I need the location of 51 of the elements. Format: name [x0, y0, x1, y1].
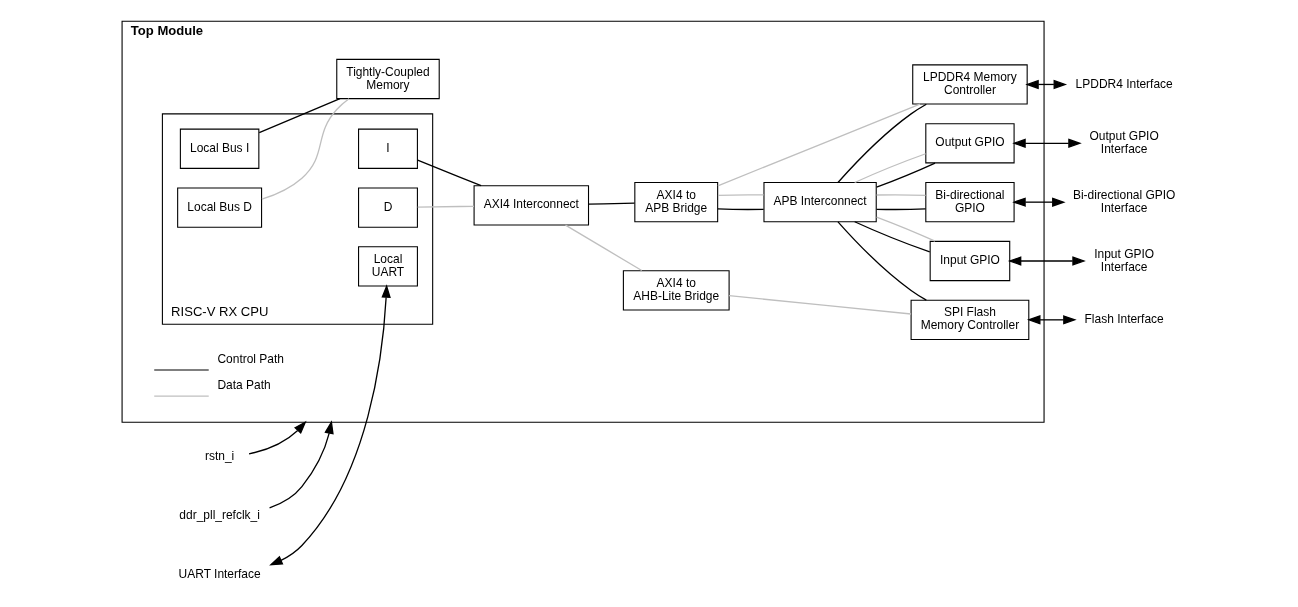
node-text: Input GPIO Interface: [1094, 246, 1155, 274]
node-text: Bi-directional GPIO Interface: [1072, 187, 1176, 215]
node-box: AXI4 to AHB-Lite Bridge: [622, 270, 730, 311]
node-box: Local Bus I: [179, 128, 260, 169]
node-box: Local Bus D: [177, 187, 263, 228]
node-text: rstn_i: [204, 449, 235, 464]
node-box: Bi-directional GPIO: [925, 182, 1015, 223]
node-box: Tightly-Coupled Memory: [336, 58, 440, 100]
arrow: [1012, 138, 1082, 149]
connector: [717, 103, 921, 187]
connector: [728, 295, 912, 315]
connector: [875, 208, 927, 211]
arrow: [1007, 256, 1086, 266]
node-box: Input GPIO: [929, 240, 1011, 282]
legend-label: Data Path: [217, 378, 271, 393]
connector: [837, 103, 927, 184]
connector: [875, 162, 936, 188]
connector: [854, 221, 931, 253]
connector: [564, 224, 643, 272]
node-text: Flash Interface: [1084, 311, 1164, 326]
node-text: ddr_pll_refclk_i: [179, 508, 260, 523]
arrow: [1025, 79, 1068, 90]
arrow: [1026, 315, 1077, 325]
connector: [261, 98, 350, 200]
legend-label: Control Path: [217, 352, 284, 367]
arrow: [1012, 197, 1066, 207]
node-box: LPDDR4 Memory Controller: [912, 64, 1028, 105]
node-box: APB Interconnect: [763, 182, 877, 223]
node-box: AXI4 Interconnect: [473, 185, 590, 226]
connector: [875, 216, 936, 242]
arrow: [248, 420, 307, 455]
connector: [854, 153, 927, 184]
node-box: AXI4 to APB Bridge: [634, 182, 719, 223]
node-box: D: [358, 187, 418, 228]
connector: [875, 194, 927, 197]
connector: [717, 194, 765, 197]
connector: [588, 202, 636, 205]
node-box: SPI Flash Memory Controller: [910, 299, 1030, 340]
node-box: Output GPIO: [925, 123, 1015, 164]
connector: [417, 205, 475, 208]
node-text: UART Interface: [178, 566, 261, 581]
node-text: LPDDR4 Interface: [1075, 76, 1173, 91]
arrow: [269, 284, 391, 566]
connector: [417, 159, 482, 187]
connector: [837, 221, 927, 301]
node-box: I: [358, 128, 418, 169]
node-text: Output GPIO Interface: [1089, 128, 1159, 156]
node-box: Local UART: [358, 246, 418, 287]
connector: [717, 208, 765, 211]
arrow: [268, 420, 334, 509]
connector: [258, 98, 341, 134]
